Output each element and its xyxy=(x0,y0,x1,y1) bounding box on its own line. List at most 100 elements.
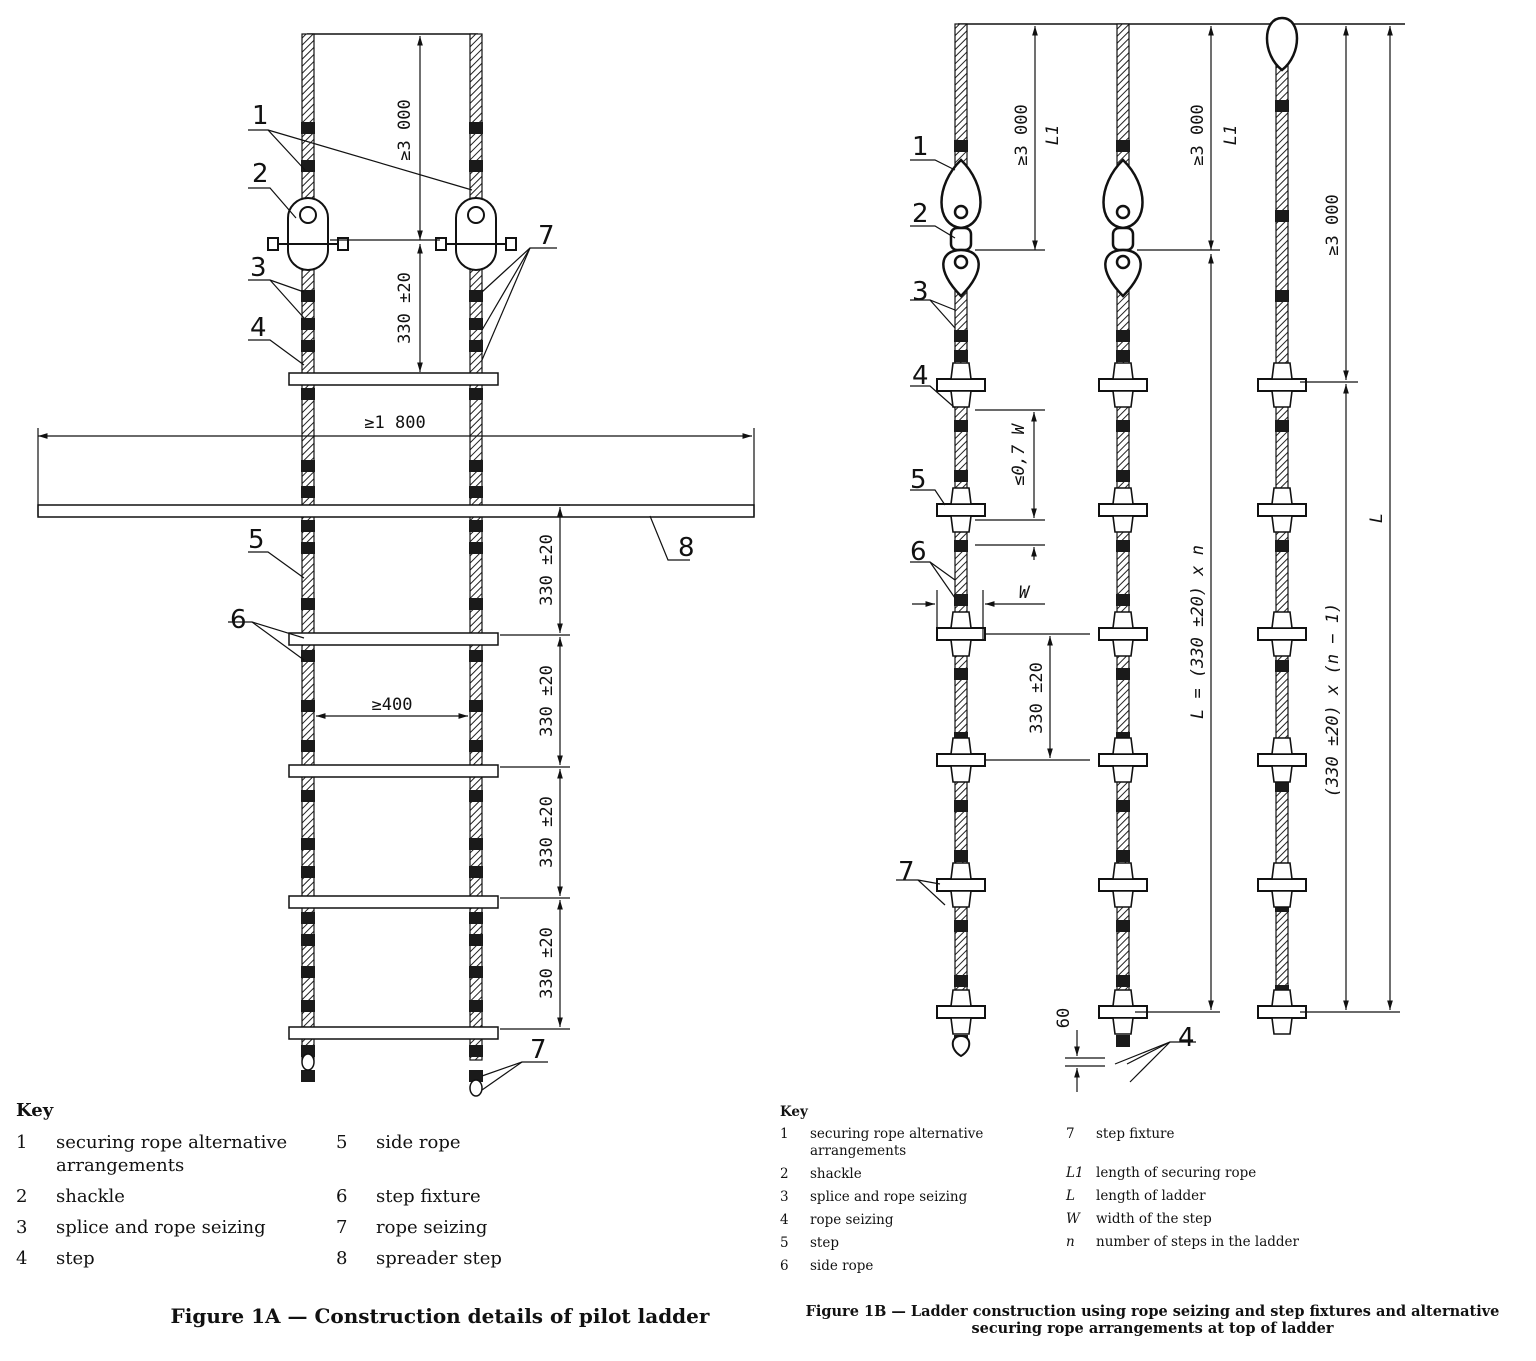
rope-seizing xyxy=(469,740,483,752)
step-fixture xyxy=(1257,503,1307,517)
rope-seizing xyxy=(469,966,483,978)
rope-seizing xyxy=(469,1000,483,1012)
callout-1b-7: 7 xyxy=(898,857,915,887)
callout-1b-1: 1 xyxy=(912,132,929,162)
step-fixture xyxy=(1098,878,1148,892)
rope-seizing xyxy=(1275,210,1289,222)
rope-seizing xyxy=(469,388,483,400)
dim-inner-width: ≥400 xyxy=(372,695,413,715)
rope-seizing xyxy=(954,330,968,342)
dim-top-1b-right: ≥3 000 xyxy=(1323,194,1343,255)
dim-step-spacing-1b: 330 ±20 xyxy=(1027,662,1047,734)
rope-seizing xyxy=(301,598,315,610)
rope-seizing xyxy=(954,975,968,987)
step-fixture xyxy=(936,627,986,641)
caption-figure-1b: Figure 1B — Ladder construction using ro… xyxy=(805,1303,1500,1337)
callout-1a-7-bottom: 7 xyxy=(530,1035,547,1065)
rope-seizings xyxy=(301,122,483,1082)
dim-step-spacing-1a-2: 330 ±20 xyxy=(537,665,557,737)
step-fixtures-b xyxy=(936,362,1307,1035)
rope-seizing xyxy=(954,668,968,680)
rope-seizing xyxy=(469,160,483,172)
step-fixture xyxy=(936,753,986,767)
step-3 xyxy=(288,764,499,778)
rope-seizings-b xyxy=(954,100,1289,1047)
rope-seizing xyxy=(469,340,483,352)
rope-seizing xyxy=(1116,594,1130,606)
shackle-left xyxy=(267,197,349,271)
step-fixture-collar xyxy=(950,611,972,657)
rope-seizing xyxy=(301,650,315,662)
rope-seizing xyxy=(469,460,483,472)
rope-seizing xyxy=(954,800,968,812)
step-fixture-collar xyxy=(950,362,972,408)
step-fixture-collar xyxy=(1112,362,1134,408)
step-fixture xyxy=(1257,627,1307,641)
rope-seizing xyxy=(301,160,315,172)
rope-seizing xyxy=(301,740,315,752)
rope-seizing xyxy=(469,542,483,554)
spreader-step xyxy=(37,504,755,518)
rope-seizing xyxy=(1116,540,1130,552)
rope-seizing xyxy=(469,790,483,802)
rope-seizing xyxy=(1116,420,1130,432)
figure-1b-drawing: ≥3 000 L1 ≥3 000 L1 ≥3 000 ≤0,7 W W 330 … xyxy=(896,16,1405,1092)
step-fixture xyxy=(936,503,986,517)
step-fixture-collar xyxy=(1112,737,1134,783)
technical-drawing: ≥3 000 330 ±20 ≥1 800 ≥400 330 ±20 330 ±… xyxy=(37,16,1405,1097)
step-fixture-collar xyxy=(1271,362,1293,408)
dim-bottom-60: 60 xyxy=(1054,1008,1074,1028)
thimble-shackle-middle xyxy=(1102,158,1144,298)
dim-L1-left: L1 xyxy=(1043,125,1063,145)
rope-seizing xyxy=(301,542,315,554)
dim-step-spacing-1a-3: 330 ±20 xyxy=(537,796,557,868)
step-fixture-collar xyxy=(950,862,972,908)
rope-seizing xyxy=(1275,660,1289,672)
caption-figure-1a: Figure 1A — Construction details of pilo… xyxy=(170,1304,710,1328)
dim-spreader-width: ≥1 800 xyxy=(364,413,425,433)
rope-seizing xyxy=(469,520,483,532)
rope-seizing xyxy=(301,520,315,532)
callout-1a-2: 2 xyxy=(252,159,269,189)
callout-1b-5: 5 xyxy=(910,465,927,495)
step-fixture xyxy=(1257,1005,1307,1019)
dim-step-spacing-1a-4: 330 ±20 xyxy=(537,927,557,999)
rope-seizing xyxy=(954,470,968,482)
dim-top-1b-middle: ≥3 000 xyxy=(1188,104,1208,165)
callout-1a-5: 5 xyxy=(248,525,265,555)
rope-seizing xyxy=(469,934,483,946)
rope-seizing xyxy=(301,122,315,134)
step-fixture-collar xyxy=(1271,611,1293,657)
rope-seizing xyxy=(954,350,968,362)
rope-seizing xyxy=(469,486,483,498)
step-fixture-collar xyxy=(1112,611,1134,657)
step-fixture xyxy=(936,878,986,892)
rope-seizing xyxy=(301,790,315,802)
rope-seizing xyxy=(1275,420,1289,432)
rope-seizing xyxy=(1116,1035,1130,1047)
callout-1a-1: 1 xyxy=(252,101,269,131)
step-fixture-collar xyxy=(950,989,972,1035)
rope-seizing xyxy=(1116,920,1130,932)
rope-seizing xyxy=(301,912,315,924)
dimension-lines-1b xyxy=(912,26,1400,1092)
step-fixture-collar xyxy=(950,737,972,783)
step-fixture xyxy=(1098,627,1148,641)
step-fixture-collar xyxy=(1112,487,1134,533)
rope-seizing xyxy=(469,866,483,878)
rope-seizing xyxy=(954,420,968,432)
callout-1b-2: 2 xyxy=(912,199,929,229)
step-fixture xyxy=(1098,503,1148,517)
callout-1a-4: 4 xyxy=(250,313,267,343)
rope-seizing xyxy=(469,700,483,712)
key-title-1b: Key xyxy=(780,1104,808,1120)
rope-seizing xyxy=(1116,470,1130,482)
